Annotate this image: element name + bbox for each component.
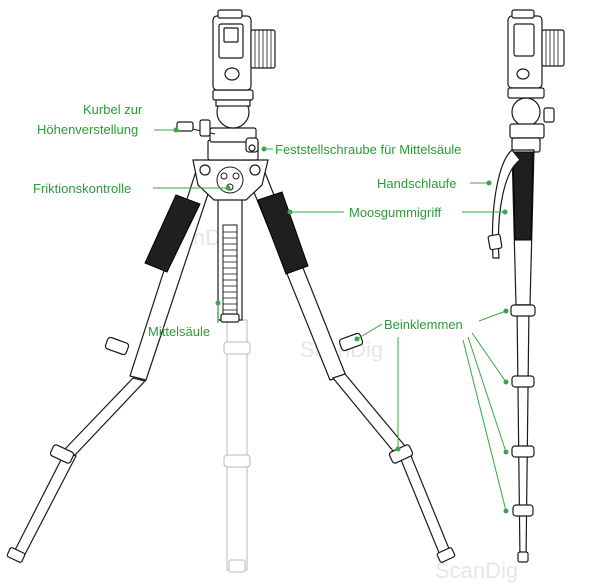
label-crank-line1: Kurbel zur (83, 102, 143, 117)
height-crank (176, 119, 216, 137)
ball-head (209, 89, 259, 153)
leg-lock-side-3 (511, 445, 535, 458)
leg-lock-side-4 (512, 504, 534, 517)
ball-head-side (507, 87, 555, 153)
tripod-head-plate (192, 139, 269, 201)
label-foam-grip: Moosgummigriff (349, 205, 442, 220)
leg-right (244, 164, 456, 563)
center-column-extension (223, 319, 251, 573)
label-crank-line2: Höhenverstellung (37, 122, 138, 137)
label-center-column: Mittelsäule (148, 324, 210, 339)
camera (212, 9, 276, 91)
label-hand-strap: Handschlaufe (377, 176, 457, 191)
label-column-lock: Feststellschraube für Mittelsäule (275, 142, 461, 157)
leg-lock-side-1 (510, 304, 536, 317)
center-column (217, 194, 243, 323)
label-friction-control: Friktionskontrolle (33, 181, 131, 196)
tripod-side-view (487, 9, 565, 563)
tripod-front-view (6, 9, 456, 573)
foam-grip-side (512, 151, 534, 241)
label-leg-locks: Beinklemmen (384, 317, 463, 332)
leg-lock-side-2 (511, 375, 535, 388)
leg-left (6, 164, 217, 563)
hand-strap (491, 149, 521, 259)
leg-side-lower (516, 304, 530, 561)
leader-lines (153, 127, 509, 514)
watermark-bottom: ScanDig (435, 558, 518, 583)
camera-side (507, 9, 565, 89)
